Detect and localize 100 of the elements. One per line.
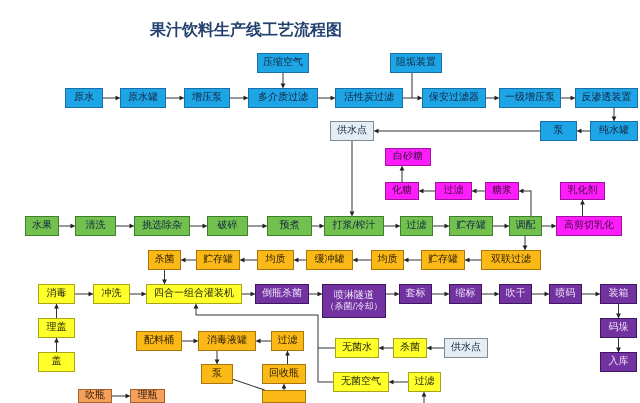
- box-label: 破碎: [218, 220, 238, 232]
- process-box: [262, 364, 306, 384]
- box-label: 装箱: [608, 288, 628, 300]
- box-label: 杀菌: [400, 342, 420, 354]
- box-label: 供水点: [451, 342, 481, 354]
- box-label: 理盖: [46, 322, 66, 334]
- arrow: [352, 258, 372, 262]
- diagram-title: 果汁饮料生产线工艺流程图: [150, 20, 342, 41]
- arrow: [386, 292, 400, 296]
- process-box: [556, 216, 622, 236]
- arrow: [58, 224, 76, 228]
- arrow: [116, 224, 134, 228]
- box-label: 杀菌: [154, 254, 174, 266]
- box-label: 过滤: [414, 376, 434, 388]
- arrow: [400, 166, 404, 182]
- box-label: 贮存罐: [456, 220, 486, 232]
- process-box: [78, 389, 112, 403]
- arrow: [308, 292, 322, 296]
- box-label: 四合一组合灌装机: [154, 288, 234, 300]
- arrow: [378, 346, 394, 350]
- box-label: 一级增压泵: [505, 92, 555, 104]
- process-box: [499, 88, 561, 108]
- arrow: [180, 258, 196, 262]
- box-label: 喷码: [556, 288, 576, 300]
- arrow: [214, 350, 220, 364]
- arrow: [74, 292, 94, 296]
- process-box: [335, 338, 379, 358]
- box-label: 码垛: [608, 322, 628, 334]
- process-box: [198, 331, 256, 351]
- box-label: 原水罐: [128, 92, 158, 104]
- arrow: [486, 96, 500, 100]
- box-label: 入库: [608, 356, 628, 368]
- box-label: 双联过滤: [491, 254, 531, 266]
- arrow: [194, 304, 334, 382]
- process-box: [575, 88, 638, 108]
- process-box: [481, 250, 541, 270]
- box-label: 吹干: [506, 288, 526, 300]
- process-box: [130, 389, 165, 403]
- process-box: [600, 352, 637, 372]
- process-box: [257, 250, 294, 270]
- arrow: [616, 338, 621, 352]
- arrow: [422, 392, 426, 403]
- process-box: [93, 284, 130, 304]
- process-box: [196, 250, 240, 270]
- arrow: [102, 96, 120, 100]
- process-box: [255, 284, 309, 304]
- arrow: [518, 188, 532, 216]
- arrow: [54, 304, 59, 318]
- process-box: [333, 372, 389, 392]
- arrow: [182, 338, 198, 344]
- box-label: 喷淋隧道: [334, 290, 374, 302]
- box-label: 预煮: [280, 220, 300, 232]
- arrow: [374, 128, 540, 134]
- box-label: 反渗透装置: [582, 92, 632, 104]
- process-box: [540, 121, 577, 141]
- box-label: 均质: [378, 254, 398, 266]
- arrow: [130, 292, 146, 296]
- process-box: [267, 216, 312, 236]
- process-box: [271, 331, 304, 351]
- process-box: [335, 88, 403, 108]
- arrow: [112, 394, 130, 398]
- arrow: [472, 188, 486, 194]
- box-label: 盖: [52, 356, 62, 368]
- process-box: [207, 216, 248, 236]
- box-label: 供水点: [337, 125, 367, 137]
- box-label: 压缩空气: [263, 57, 303, 69]
- process-box: [421, 250, 465, 270]
- process-box: [590, 121, 638, 141]
- process-box: [184, 88, 230, 108]
- box-label: 调配: [516, 220, 536, 232]
- box-label: 吹瓶: [85, 390, 105, 402]
- arrow: [240, 258, 258, 262]
- process-box: [393, 338, 427, 358]
- arrow: [248, 224, 268, 228]
- process-box: [322, 284, 386, 318]
- process-box: [65, 88, 103, 108]
- box-label: 增压泵: [192, 92, 222, 104]
- arrow: [230, 96, 248, 100]
- process-box: [385, 148, 431, 166]
- box-label: 倒瓶杀菌: [262, 288, 302, 300]
- box-label: 原水: [74, 92, 94, 104]
- arrow: [426, 346, 444, 350]
- arrow: [404, 258, 422, 262]
- arrow: [482, 292, 500, 296]
- box-label: 理瓶: [138, 390, 158, 402]
- box-label: 阻垢装置: [396, 57, 436, 69]
- process-box: [399, 284, 432, 304]
- process-box: [408, 372, 441, 392]
- box-label: 清洗: [86, 220, 106, 232]
- box-label: 多介质过滤: [258, 92, 308, 104]
- box-label: 糖浆: [492, 185, 512, 197]
- process-box: [136, 331, 182, 351]
- process-box: [390, 53, 442, 73]
- box-label: 高剪切乳化: [564, 220, 614, 232]
- arrow: [576, 128, 590, 134]
- process-box: [330, 121, 374, 141]
- box-label: 配料桶: [144, 335, 174, 347]
- box-label: 泵: [554, 125, 564, 137]
- process-box: [306, 250, 353, 270]
- box-label: 纯水罐: [599, 125, 629, 137]
